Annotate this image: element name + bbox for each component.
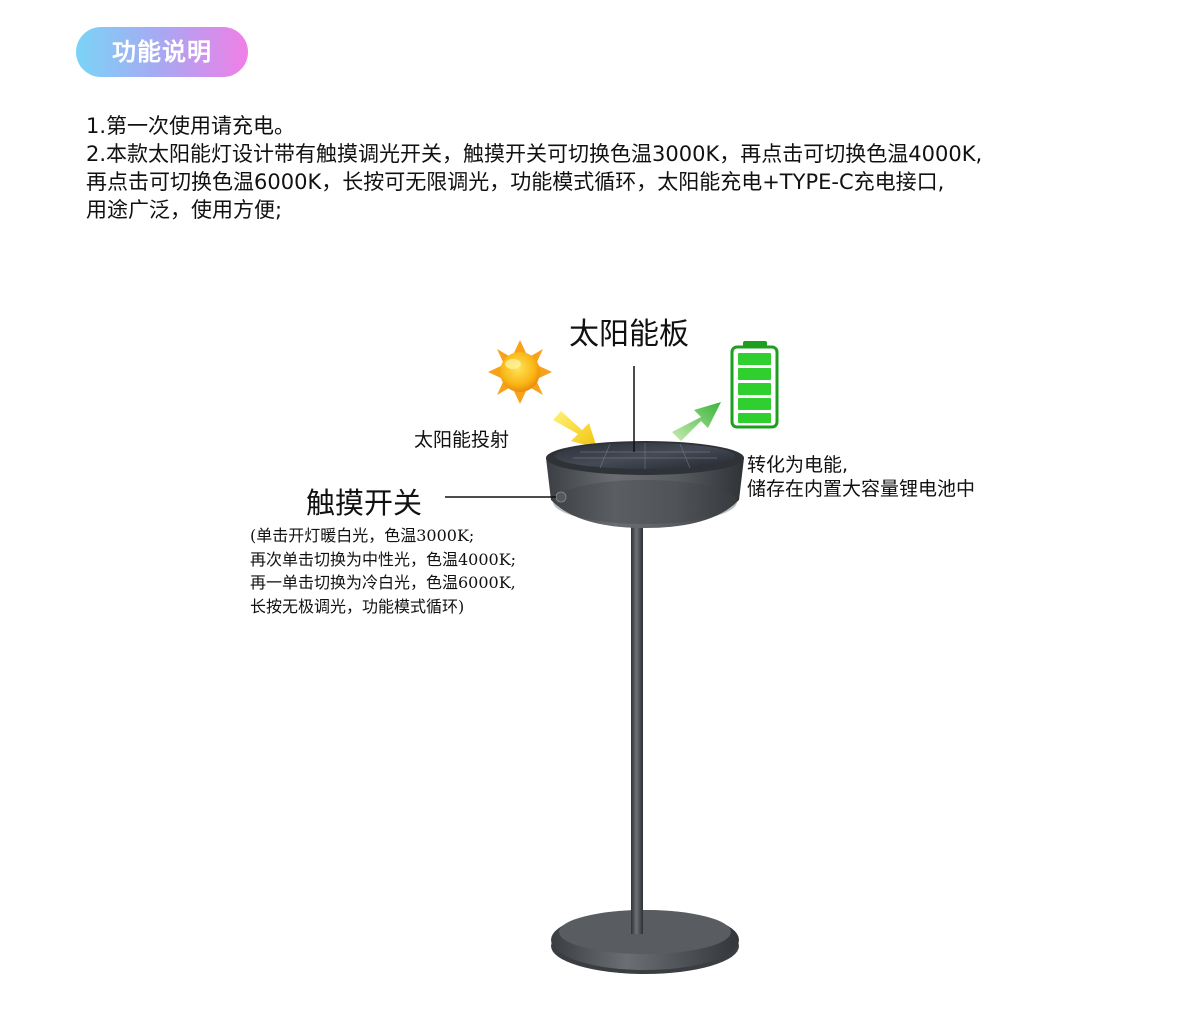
energy-arrow-icon	[672, 402, 721, 441]
touch-switch-notes: (单击开灯暖白光，色温3000K; 再次单击切换为中性光，色温4000K; 再一…	[250, 524, 516, 618]
power-icon	[555, 491, 567, 503]
description-line-3: 再点击可切换色温6000K，长按可无限调光，功能模式循环，太阳能充电+TYPE-…	[86, 170, 945, 194]
touch-switch-label: 触摸开关	[306, 486, 423, 520]
description-line-4: 用途广泛，使用方便;	[86, 198, 283, 222]
sunlight-arrow-icon	[553, 411, 597, 448]
touch-note-4: 长按无极调光，功能模式循环)	[250, 596, 465, 616]
sun-icon	[488, 340, 552, 404]
touch-note-2: 再次单击切换为中性光，色温4000K;	[250, 549, 517, 569]
storage-text-line-1: 转化为电能,	[747, 454, 849, 476]
touch-note-3: 再一单击切换为冷白光，色温6000K,	[250, 573, 516, 592]
function-description: 1.第一次使用请充电。 2.本款太阳能灯设计带有触摸调光开关，触摸开关可切换色温…	[86, 112, 1186, 224]
storage-text-line-2: 储存在内置大容量锂电池中	[747, 478, 976, 500]
solar-panel-label: 太阳能板	[569, 317, 689, 352]
sunlight-label: 太阳能投射	[414, 429, 510, 451]
solar-lamp	[546, 441, 744, 974]
battery-icon	[730, 341, 779, 429]
section-title-badge: 功能说明	[76, 27, 248, 77]
description-line-1: 1.第一次使用请充电。	[86, 114, 296, 138]
description-line-2: 2.本款太阳能灯设计带有触摸调光开关，触摸开关可切换色温3000K，再点击可切换…	[86, 142, 983, 166]
touch-note-1: (单击开灯暖白光，色温3000K;	[250, 526, 475, 545]
